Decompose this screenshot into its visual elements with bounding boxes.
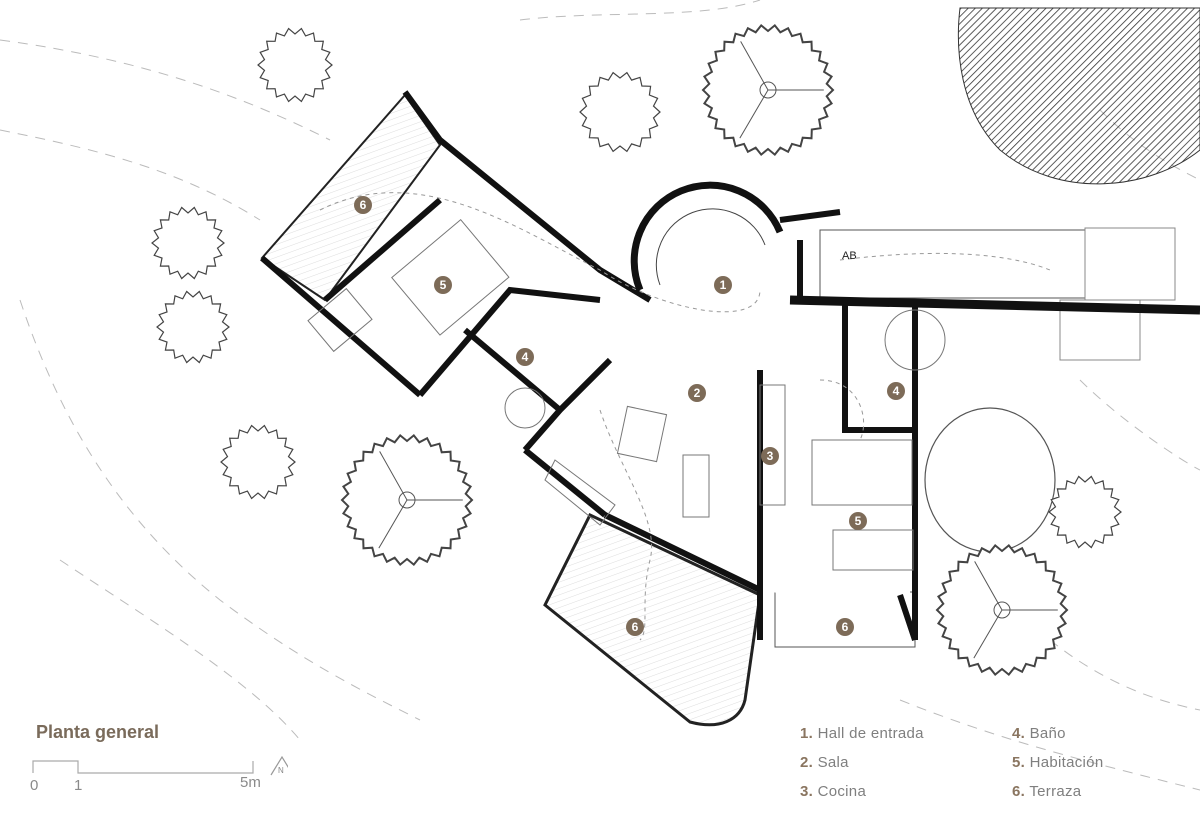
scale-bar: N: [32, 755, 288, 776]
entry-steps: [1059, 227, 1176, 361]
legend-item-2: 2. Sala: [800, 754, 849, 771]
circulation-paths: [319, 192, 1051, 641]
tree-icon: [257, 27, 333, 103]
room-badge-number: 5: [855, 514, 862, 528]
room-badge: 2: [688, 384, 706, 402]
room-badge: 4: [887, 382, 905, 400]
room-badge-number: 1: [720, 278, 727, 292]
room-badge: 1: [714, 276, 732, 294]
room-badge: 5: [849, 512, 867, 530]
outline-canopy: [924, 407, 1056, 553]
legend-item-6: 6. Terraza: [1012, 783, 1082, 800]
room-badge-number: 5: [440, 278, 447, 292]
hatched-canopy: [957, 7, 1200, 185]
room-badge-number: 6: [360, 198, 367, 212]
room-badge: 3: [761, 447, 779, 465]
room-badge-number: 4: [522, 350, 529, 364]
tree-icon: [151, 206, 225, 280]
furniture: [307, 219, 946, 571]
tree-icon: [220, 424, 296, 500]
room-badge-number: 6: [842, 620, 849, 634]
terrace-bottom: [543, 513, 762, 727]
interior: [440, 145, 915, 595]
plan-title: Planta general: [36, 722, 160, 742]
legend-item-5: 5. Habitación: [1012, 754, 1104, 771]
legend-item-1: 1. Hall de entrada: [800, 725, 924, 742]
scale-label-0: 0: [30, 777, 39, 794]
room-badge: 5: [434, 276, 452, 294]
room-badge-number: 2: [694, 386, 701, 400]
tree-icon: [1048, 475, 1122, 549]
tree-icon: [156, 290, 230, 364]
room-badge-number: 4: [893, 384, 900, 398]
legend-item-3: 3. Cocina: [800, 783, 867, 800]
room-badge: 6: [626, 618, 644, 636]
room-badge: 6: [836, 618, 854, 636]
room-badge-number: 3: [767, 449, 774, 463]
tree-icon: [340, 433, 474, 567]
north-arrow-icon: [270, 755, 288, 776]
tree-icon: [701, 23, 835, 157]
scale-label-1: 1: [74, 777, 83, 794]
entry-deck: [819, 229, 1086, 299]
scale-label-5m: 5m: [240, 774, 261, 791]
room-badge-number: 6: [632, 620, 639, 634]
north-label: N: [278, 766, 284, 775]
spiral-staircase: [630, 181, 784, 292]
tree-icon: [935, 543, 1069, 677]
ab-label: AB: [842, 250, 857, 262]
legend-item-4: 4. Baño: [1012, 725, 1066, 742]
room-badge: 6: [354, 196, 372, 214]
tree-icon: [579, 71, 661, 153]
terrace-left: [260, 93, 442, 302]
terrain-contours: [0, 0, 1200, 791]
room-badge: 4: [516, 348, 534, 366]
